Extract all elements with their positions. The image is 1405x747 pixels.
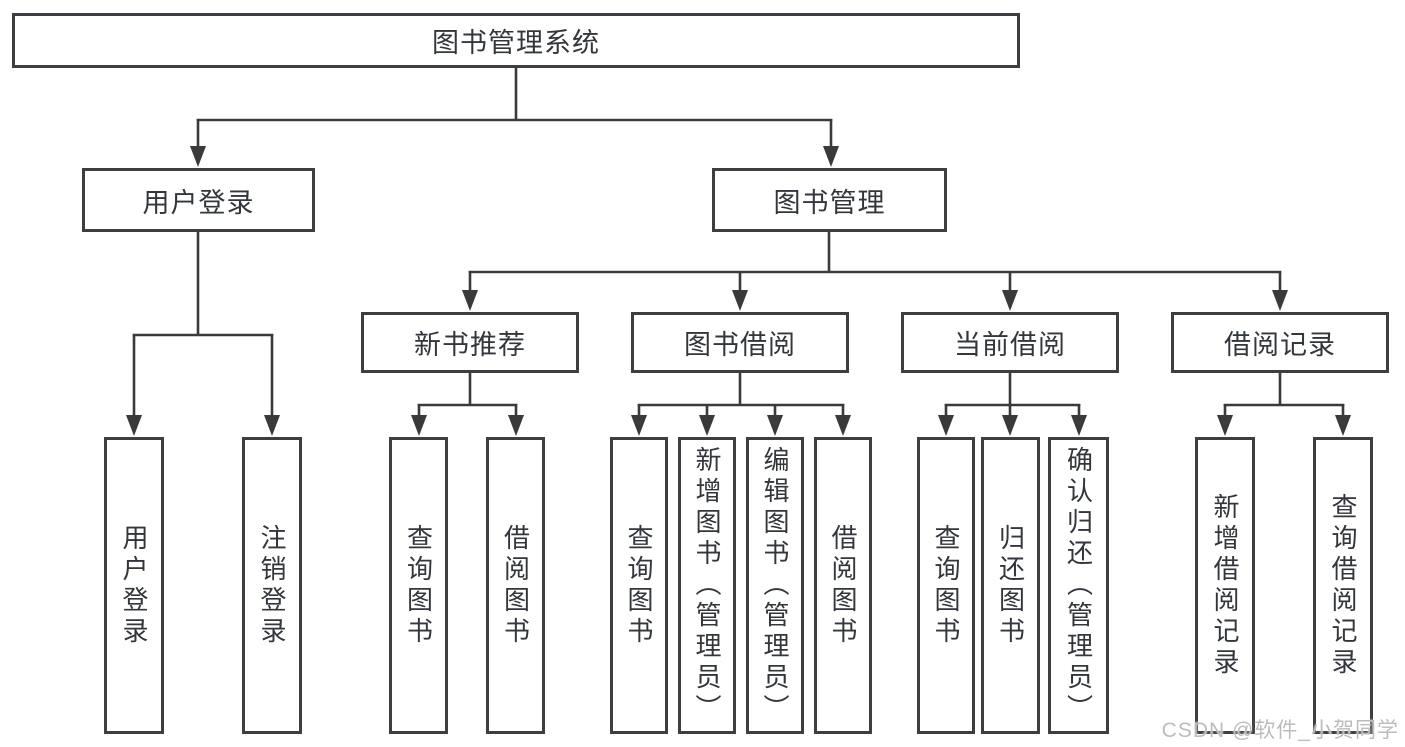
node-leaf-confirm-return-admin: 确认归还（管理员）	[1048, 437, 1109, 734]
node-user-login: 用户登录	[82, 168, 315, 232]
connector-borrow-records-to-leaves	[1217, 371, 1351, 436]
node-leaf-query-borrow-record: 查询借阅记录	[1313, 437, 1373, 734]
connector-current-borrow-to-leaves	[938, 371, 1087, 436]
node-leaf-query-books-3: 查询图书	[917, 437, 975, 734]
node-borrow-records: 借阅记录	[1171, 312, 1389, 373]
connector-user-login-to-leaves	[126, 230, 280, 436]
node-leaf-return-books: 归还图书	[981, 437, 1040, 734]
csdn-watermark: CSDN @软件_小贺同学	[1161, 719, 1399, 742]
node-book-borrow: 图书借阅	[631, 312, 849, 373]
node-leaf-user-login: 用户登录	[104, 437, 164, 734]
node-book-management: 图书管理	[712, 168, 947, 232]
node-leaf-edit-books-admin: 编辑图书（管理员）	[746, 437, 804, 734]
node-leaf-query-books-1: 查询图书	[389, 437, 448, 734]
connector-root-to-level2	[190, 66, 839, 167]
node-leaf-logout: 注销登录	[242, 437, 302, 734]
node-new-book-recommend: 新书推荐	[361, 312, 579, 373]
node-current-borrow: 当前借阅	[901, 312, 1119, 373]
node-leaf-borrow-books-1: 借阅图书	[486, 437, 545, 734]
node-leaf-add-books-admin: 新增图书（管理员）	[678, 437, 736, 734]
node-leaf-add-borrow-record: 新增借阅记录	[1195, 437, 1255, 734]
connector-book-borrow-to-leaves	[631, 371, 851, 436]
connector-new-books-to-leaves	[411, 371, 524, 436]
connector-book-mgmt-to-level3	[462, 230, 1288, 311]
node-leaf-query-books-2: 查询图书	[610, 437, 668, 734]
node-leaf-borrow-books-2: 借阅图书	[814, 437, 872, 734]
node-library-system: 图书管理系统	[12, 13, 1020, 68]
